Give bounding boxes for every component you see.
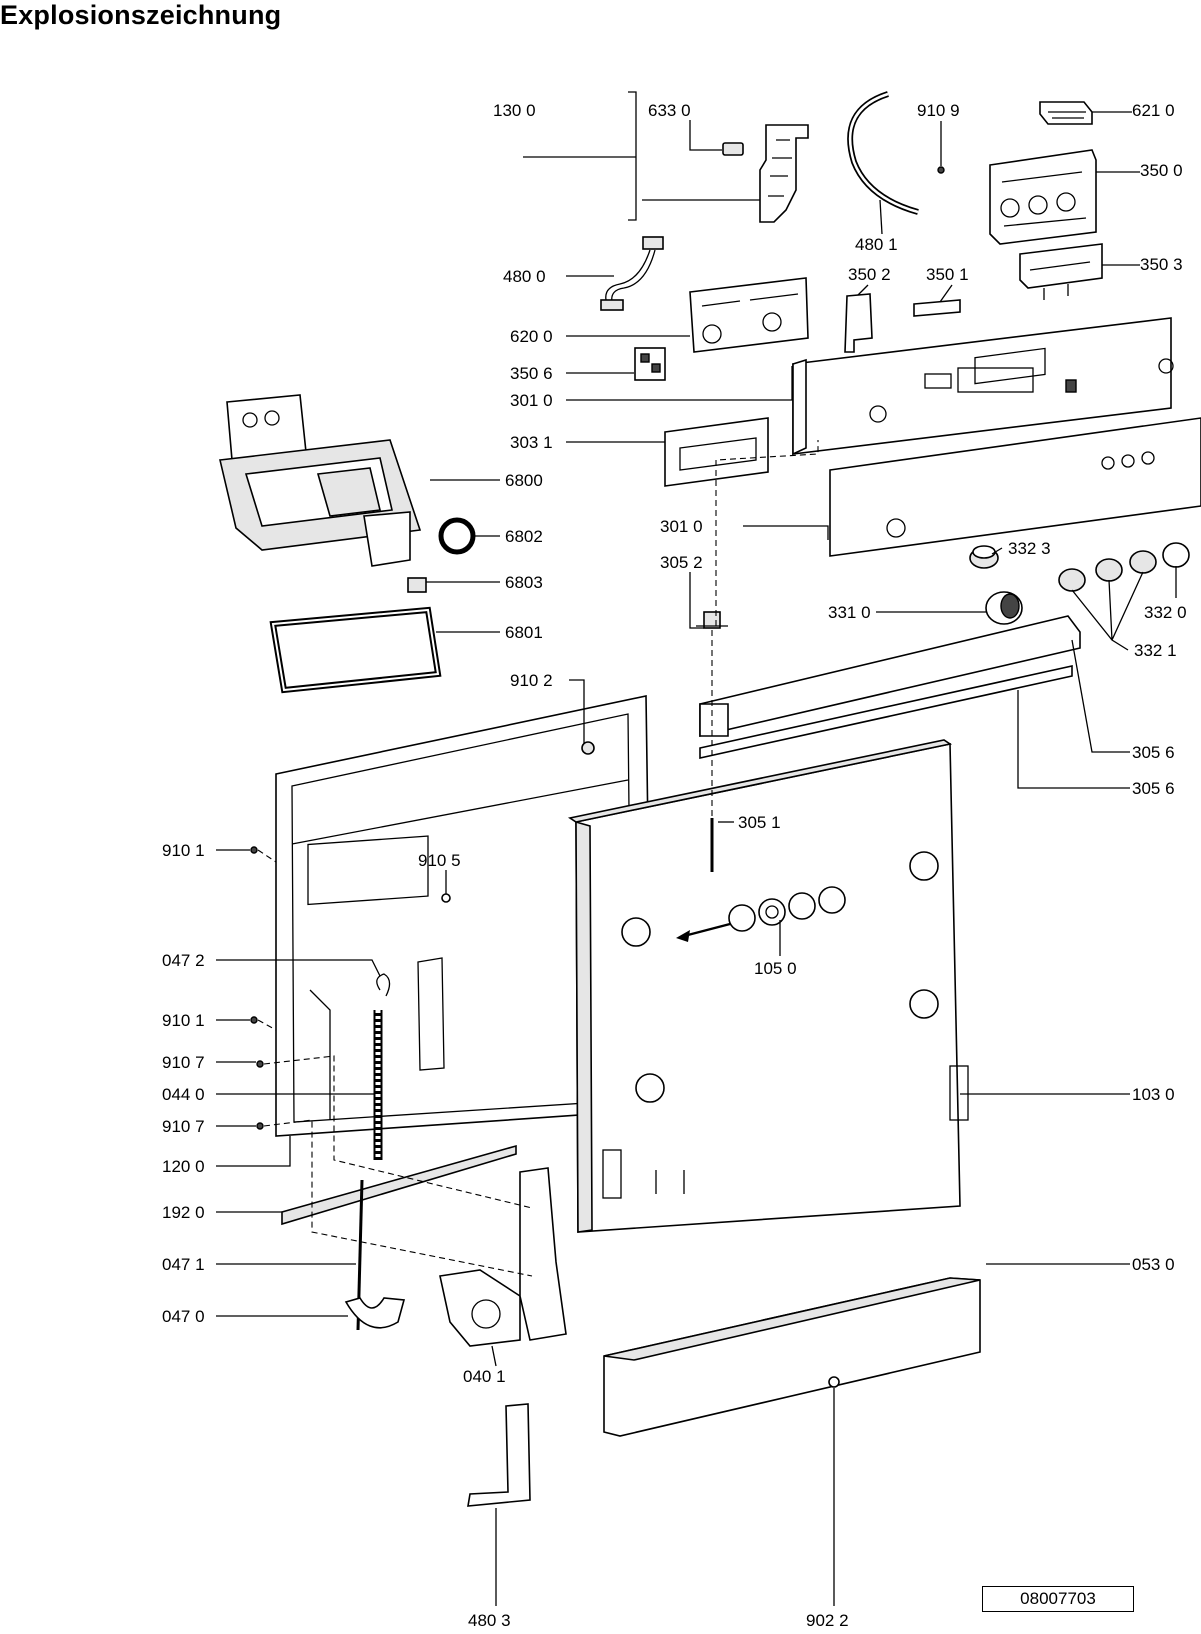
part-480-3 <box>467 1403 531 1507</box>
part-6800 <box>219 394 422 567</box>
callout-130-0: 130 0 <box>493 101 536 120</box>
callout-621-0: 621 0 <box>1132 101 1175 120</box>
part-910-5 <box>441 893 451 903</box>
part-303-1 <box>664 417 769 487</box>
part-301-0-panel <box>829 347 1201 557</box>
callout-103-0: 103 0 <box>1132 1085 1175 1104</box>
callout-910-7-a: 910 7 <box>162 1053 205 1072</box>
part-910-7-b <box>256 1122 264 1130</box>
part-350-6 <box>634 347 666 381</box>
callout-301-0-a: 301 0 <box>510 391 553 410</box>
callout-047-2: 047 2 <box>162 951 205 970</box>
callout-332-1: 332 1 <box>1134 641 1177 660</box>
part-105-0 <box>728 886 846 932</box>
callout-633-0: 633 0 <box>648 101 691 120</box>
part-633-0 <box>722 142 744 156</box>
callout-910-7-b: 910 7 <box>162 1117 205 1136</box>
callout-910-1-b: 910 1 <box>162 1011 205 1030</box>
callout-332-3: 332 3 <box>1008 539 1051 558</box>
part-301-0-fascia <box>792 317 1174 456</box>
callout-105-0: 105 0 <box>754 959 797 978</box>
document-number: 08007703 <box>982 1586 1134 1612</box>
callout-350-2: 350 2 <box>848 265 891 284</box>
part-103-0 <box>567 739 969 1233</box>
callout-350-1: 350 1 <box>926 265 969 284</box>
part-192-0 <box>281 1144 517 1226</box>
callout-6801: 6801 <box>505 623 543 642</box>
callout-480-3: 480 3 <box>468 1611 511 1630</box>
callout-047-1: 047 1 <box>162 1255 205 1274</box>
part-6801 <box>269 606 442 694</box>
page-title: Explosionszeichnung <box>0 0 282 30</box>
callout-303-1: 303 1 <box>510 433 553 452</box>
part-6803 <box>407 577 427 593</box>
callout-120-0: 120 0 <box>162 1157 205 1176</box>
part-910-1-b <box>250 1016 258 1024</box>
callout-902-2: 902 2 <box>806 1611 849 1630</box>
part-350-0 <box>989 149 1097 245</box>
callout-6800: 6800 <box>505 471 543 490</box>
part-902-2 <box>828 1376 840 1388</box>
callout-910-5: 910 5 <box>418 851 461 870</box>
callout-305-1: 305 1 <box>738 813 781 832</box>
part-910-9 <box>937 166 945 174</box>
callout-480-0: 480 0 <box>503 267 546 286</box>
callout-331-0: 331 0 <box>828 603 871 622</box>
callout-480-1: 480 1 <box>855 235 898 254</box>
callout-910-9: 910 9 <box>917 101 960 120</box>
part-910-1-a <box>250 846 258 854</box>
callout-040-1: 040 1 <box>463 1367 506 1386</box>
part-620-0 <box>689 277 809 353</box>
callout-350-0: 350 0 <box>1140 161 1183 180</box>
callout-910-1-a: 910 1 <box>162 841 205 860</box>
part-621-0 <box>1039 101 1093 125</box>
part-910-2 <box>581 741 595 755</box>
callout-301-0-b: 301 0 <box>660 517 703 536</box>
callout-305-6-a: 305 6 <box>1132 743 1175 762</box>
callout-350-6: 350 6 <box>510 364 553 383</box>
callout-047-0: 047 0 <box>162 1307 205 1326</box>
callout-192-0: 192 0 <box>162 1203 205 1222</box>
part-305-2 <box>696 611 728 629</box>
part-305-6-rails <box>699 615 1081 759</box>
callout-6802: 6802 <box>505 527 543 546</box>
leader-lines <box>216 91 1177 1606</box>
part-130-0 <box>759 124 809 223</box>
part-047-0 <box>344 1297 406 1329</box>
part-331-0 <box>985 591 1023 625</box>
callout-305-6-b: 305 6 <box>1132 779 1175 798</box>
callout-332-0: 332 0 <box>1144 603 1187 622</box>
callout-620-0: 620 0 <box>510 327 553 346</box>
part-332-3 <box>969 545 999 569</box>
part-910-7-a <box>256 1060 264 1068</box>
part-040-1 <box>439 1167 567 1347</box>
callout-053-0: 053 0 <box>1132 1255 1175 1274</box>
part-332-0 <box>1162 542 1190 568</box>
part-350-3 <box>1019 243 1103 300</box>
callout-044-0: 044 0 <box>162 1085 205 1104</box>
part-053-0 <box>603 1277 981 1437</box>
arrow-105-0 <box>683 922 731 938</box>
callout-350-3: 350 3 <box>1140 255 1183 274</box>
part-350-1 <box>913 299 961 317</box>
part-6802 <box>438 517 476 555</box>
part-332-1 <box>1058 550 1157 592</box>
part-350-2 <box>844 293 873 353</box>
callout-6803: 6803 <box>505 573 543 592</box>
part-047-2 <box>376 973 391 997</box>
callout-910-2: 910 2 <box>510 671 553 690</box>
callout-305-2: 305 2 <box>660 553 703 572</box>
part-480-0 <box>600 236 664 311</box>
